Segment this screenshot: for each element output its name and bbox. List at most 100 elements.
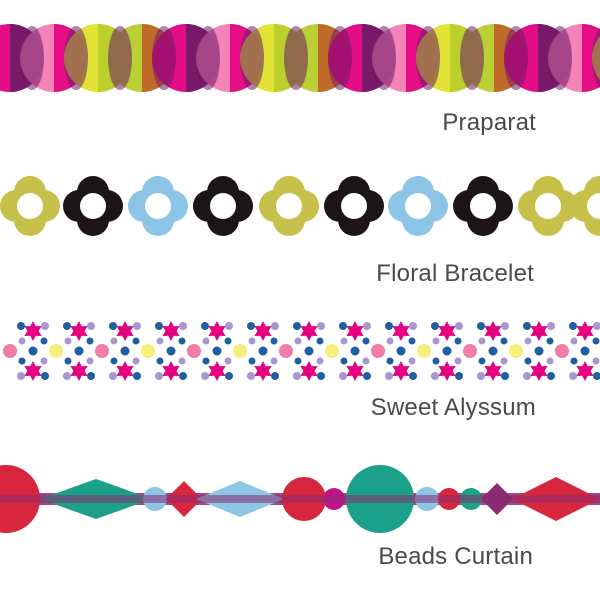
alyssum-star [484,321,502,341]
alyssum-dot [201,322,209,330]
alyssum-dot [477,372,485,380]
alyssum-star [116,321,134,341]
alyssum-dot [339,322,347,330]
floral-flower [0,176,60,236]
alyssum-dot [248,337,256,345]
alyssum-dot [179,322,187,330]
alyssum-dot [225,372,233,380]
alyssum-dot [202,337,210,345]
alyssum-dot [179,372,187,380]
alyssum-center-dot [49,344,63,358]
alyssum-dot [156,357,164,365]
alyssum-dot [432,337,440,345]
alyssum-dot [201,372,209,380]
praparat-overlap [460,26,484,90]
alyssum-star [116,361,134,381]
alyssum-dot [293,372,301,380]
alyssum-dot [317,322,325,330]
alyssum-center-dot [463,344,477,358]
alyssum-dot [110,357,118,365]
floral-hole [210,193,236,219]
alyssum-dot [454,357,462,365]
alyssum-dot [547,322,555,330]
alyssum-dot [339,372,347,380]
floral-hole [80,193,106,219]
alyssum-dot [340,337,348,345]
alyssum-dot [580,346,590,356]
alyssum-star [576,321,594,341]
alyssum-dot [63,372,71,380]
alyssum-dot [17,322,25,330]
floral-flower [324,176,384,236]
alyssum-dot [86,337,94,345]
alyssum-star [70,361,88,381]
alyssum-dot [40,357,48,365]
alyssum-star [346,361,364,381]
alyssum-dot [340,357,348,365]
alyssum-dot [258,346,268,356]
alyssum-dot [64,337,72,345]
alyssum-dot [431,372,439,380]
alyssum-dot [524,357,532,365]
alyssum-dot [385,322,393,330]
alyssum-dot [592,357,600,365]
praparat-overlap [20,26,44,90]
alyssum-dot [593,322,600,330]
alyssum-dot [454,337,462,345]
alyssum-dot [396,346,406,356]
alyssum-dot [534,346,544,356]
alyssum-dot [132,337,140,345]
alyssum-star [530,321,548,341]
praparat-pattern [0,24,600,92]
praparat-overlap [108,26,132,90]
alyssum-dot [362,337,370,345]
praparat-overlap [196,26,220,90]
alyssum-dot [271,322,279,330]
alyssum-dot [350,346,360,356]
alyssum-star [392,321,410,341]
alyssum-dot [431,322,439,330]
floral-flower [388,176,448,236]
floral-flower [193,176,253,236]
alyssum-dot [546,337,554,345]
alyssum-dot [546,357,554,365]
praparat-overlap [64,26,88,90]
beads-curtain-pattern [0,465,600,533]
alyssum-center-dot [3,344,17,358]
floral-hole [587,193,600,219]
alyssum-dot [17,372,25,380]
floral-flower [259,176,319,236]
alyssum-star [24,321,42,341]
alyssum-dot [570,357,578,365]
alyssum-dot [478,357,486,365]
praparat-overlap [372,26,396,90]
alyssum-dot [225,322,233,330]
alyssum-dot [408,337,416,345]
alyssum-dot [178,357,186,365]
praparat-overlap [592,27,600,89]
alyssum-dot [155,322,163,330]
alyssum-dot [270,357,278,365]
alyssum-star [346,321,364,341]
alyssum-dot [363,372,371,380]
alyssum-dot [224,337,232,345]
floral-flower [63,176,123,236]
alyssum-star [24,361,42,381]
floral-hole [145,193,171,219]
alyssum-dot [87,372,95,380]
alyssum-dot [294,337,302,345]
praparat-label: Praparat [442,109,536,136]
alyssum-dot [247,372,255,380]
alyssum-center-dot [325,344,339,358]
praparat-overlap [416,26,440,90]
alyssum-star [254,321,272,341]
alyssum-dot [304,346,314,356]
praparat-overlap [504,26,528,90]
floral-hole [470,193,496,219]
alyssum-star [208,361,226,381]
alyssum-dot [87,322,95,330]
alyssum-dot [270,337,278,345]
alyssum-dot [593,372,600,380]
alyssum-star [438,321,456,341]
alyssum-dot [500,337,508,345]
